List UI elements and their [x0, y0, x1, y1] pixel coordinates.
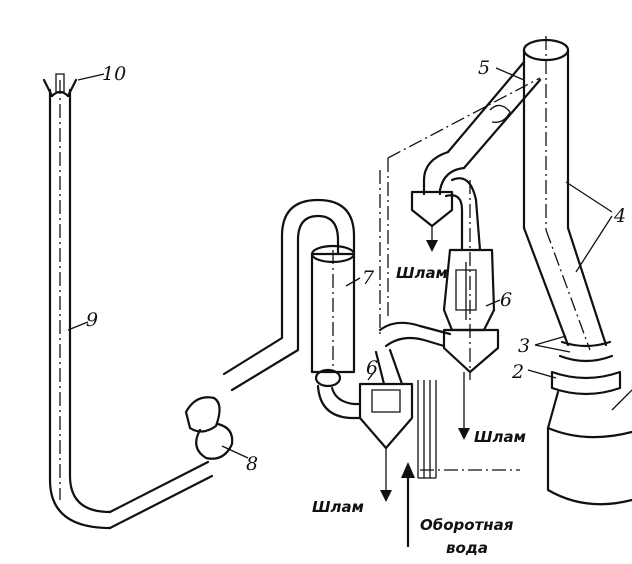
callout-8: 8 — [246, 453, 258, 475]
water-label-line1: Оборотная — [420, 516, 514, 534]
callout-4: 4 — [613, 205, 626, 227]
frame-lines — [379, 158, 520, 548]
unit-8 — [108, 396, 249, 530]
callout-2: 2 — [511, 361, 524, 383]
pipe-9 — [42, 73, 112, 530]
sludge-label-top: Шлам — [396, 264, 448, 282]
callout-10: 10 — [102, 63, 126, 85]
sludge-label-bottom: Шлам — [312, 498, 364, 516]
callout-6-left: 6 — [366, 357, 378, 379]
scrubber-7 — [222, 198, 362, 420]
callout-7: 7 — [362, 267, 375, 289]
water-label-line2: вода — [446, 539, 488, 557]
furnace-assembly — [387, 36, 632, 506]
lower-cyclone — [358, 321, 452, 502]
callout-9: 9 — [86, 309, 98, 331]
sludge-label-mid: Шлам — [474, 428, 526, 446]
callout-5: 5 — [478, 57, 490, 79]
callout-6-right: 6 — [500, 289, 512, 311]
upper-cyclone — [410, 150, 500, 440]
callout-3: 3 — [518, 335, 530, 357]
